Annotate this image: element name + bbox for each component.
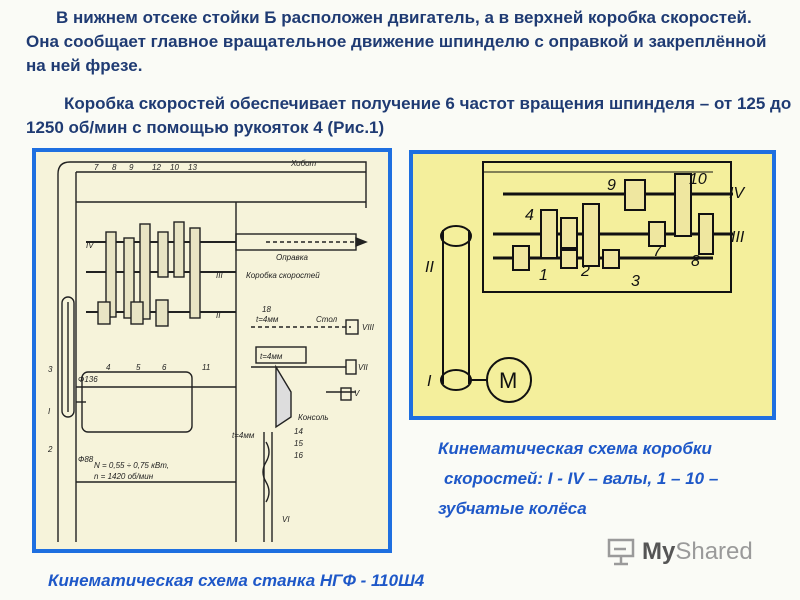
shaft-label-v: V [354, 389, 360, 398]
label-hobot: Хобот [290, 159, 317, 168]
label-opravka: Оправка [276, 253, 308, 262]
gearbox-caption-line-3: зубчатые колёса [438, 499, 587, 518]
label-9: 9 [129, 163, 134, 172]
watermark-brand-my: My [642, 538, 676, 565]
motor-speed-text: n = 1420 об/мин [94, 472, 154, 481]
gearbox-housing [482, 161, 732, 293]
shaft-label-iv: IV [729, 185, 745, 202]
gearbox-schematic-svg: 9 10 4 7 8 1 2 3 IV III II I M [425, 161, 745, 403]
shaft-label-vi: VI [282, 515, 290, 524]
gear-label-3: 3 [631, 273, 640, 290]
label-8: 8 [112, 163, 117, 172]
label-16: 16 [294, 451, 303, 460]
motor-label: M [499, 368, 517, 393]
label-18: 18 [262, 305, 271, 314]
label-t4-top: t=4мм [256, 315, 279, 324]
gear-label-10: 10 [689, 171, 707, 188]
motor-power-text: N = 0,55 ÷ 0,75 кВт, [94, 461, 169, 470]
paragraph-1: В нижнем отсеке стойки Б расположен двиг… [26, 8, 767, 75]
label-korobka: Коробка скоростей [246, 271, 320, 280]
label-konsol: Консоль [298, 413, 329, 422]
shaft-label-iii: III [731, 229, 745, 246]
paragraph-2: Коробка скоростей обеспечивает получение… [26, 94, 792, 137]
shaft-label-vii: VII [358, 363, 369, 372]
shaft-label-i: I [48, 407, 51, 416]
label-7: 7 [94, 163, 99, 172]
label-14: 14 [294, 427, 303, 436]
label-12: 12 [152, 163, 161, 172]
gearbox-caption-line-2: скоростей: I - IV – валы, 1 – 10 – [444, 469, 719, 488]
label-4: 4 [106, 363, 111, 372]
machine-kinematic-diagram: 7 8 9 12 10 13 11 4 5 6 3 2 Ф136 Ф88 IV … [32, 148, 392, 553]
label-13: 13 [188, 163, 197, 172]
gearbox-kinematic-diagram: 9 10 4 7 8 1 2 3 IV III II I M [409, 150, 776, 420]
gearbox-caption: Кинематическая схема коробки скоростей: … [438, 434, 788, 524]
gear-label-2: 2 [580, 263, 590, 280]
machine-caption: Кинематическая схема станка НГФ - 110Ш4 [48, 571, 425, 590]
shaft-label-i: I [427, 373, 432, 390]
pulley-label-136: Ф136 [78, 375, 98, 384]
gear-label-7: 7 [653, 243, 663, 260]
gear-label-1: 1 [539, 267, 548, 284]
label-15: 15 [294, 439, 303, 448]
label-t4-bot: t=4мм [232, 431, 255, 440]
shaft-label-iii: III [216, 271, 223, 280]
watermark-brand: MyShared [642, 538, 753, 566]
label-10: 10 [170, 163, 179, 172]
label-6: 6 [162, 363, 167, 372]
label-11: 11 [202, 363, 210, 372]
shaft-label-ii: II [425, 259, 434, 276]
watermark-brand-shared: Shared [675, 538, 753, 565]
label-3: 3 [48, 365, 53, 374]
gear-label-4: 4 [525, 207, 534, 224]
label-t4-mid: t=4мм [260, 352, 283, 361]
shaft-label-ii: II [216, 311, 221, 320]
label-stol: Стол [316, 315, 338, 324]
pulley-label-88: Ф88 [78, 455, 94, 464]
machine-schematic-svg: 7 8 9 12 10 13 11 4 5 6 3 2 Ф136 Ф88 IV … [47, 159, 375, 542]
label-5: 5 [136, 363, 141, 372]
column-outline [57, 161, 367, 542]
label-2: 2 [47, 445, 53, 454]
shaft-label-iv: IV [86, 241, 94, 250]
shaft-label-viii: VIII [362, 323, 375, 332]
gear-label-8: 8 [691, 253, 700, 270]
motor-outline [81, 371, 193, 433]
gear-label-9: 9 [607, 177, 616, 194]
presentation-board-icon [607, 538, 635, 566]
gearbox-caption-line-1: Кинематическая схема коробки [438, 439, 712, 458]
